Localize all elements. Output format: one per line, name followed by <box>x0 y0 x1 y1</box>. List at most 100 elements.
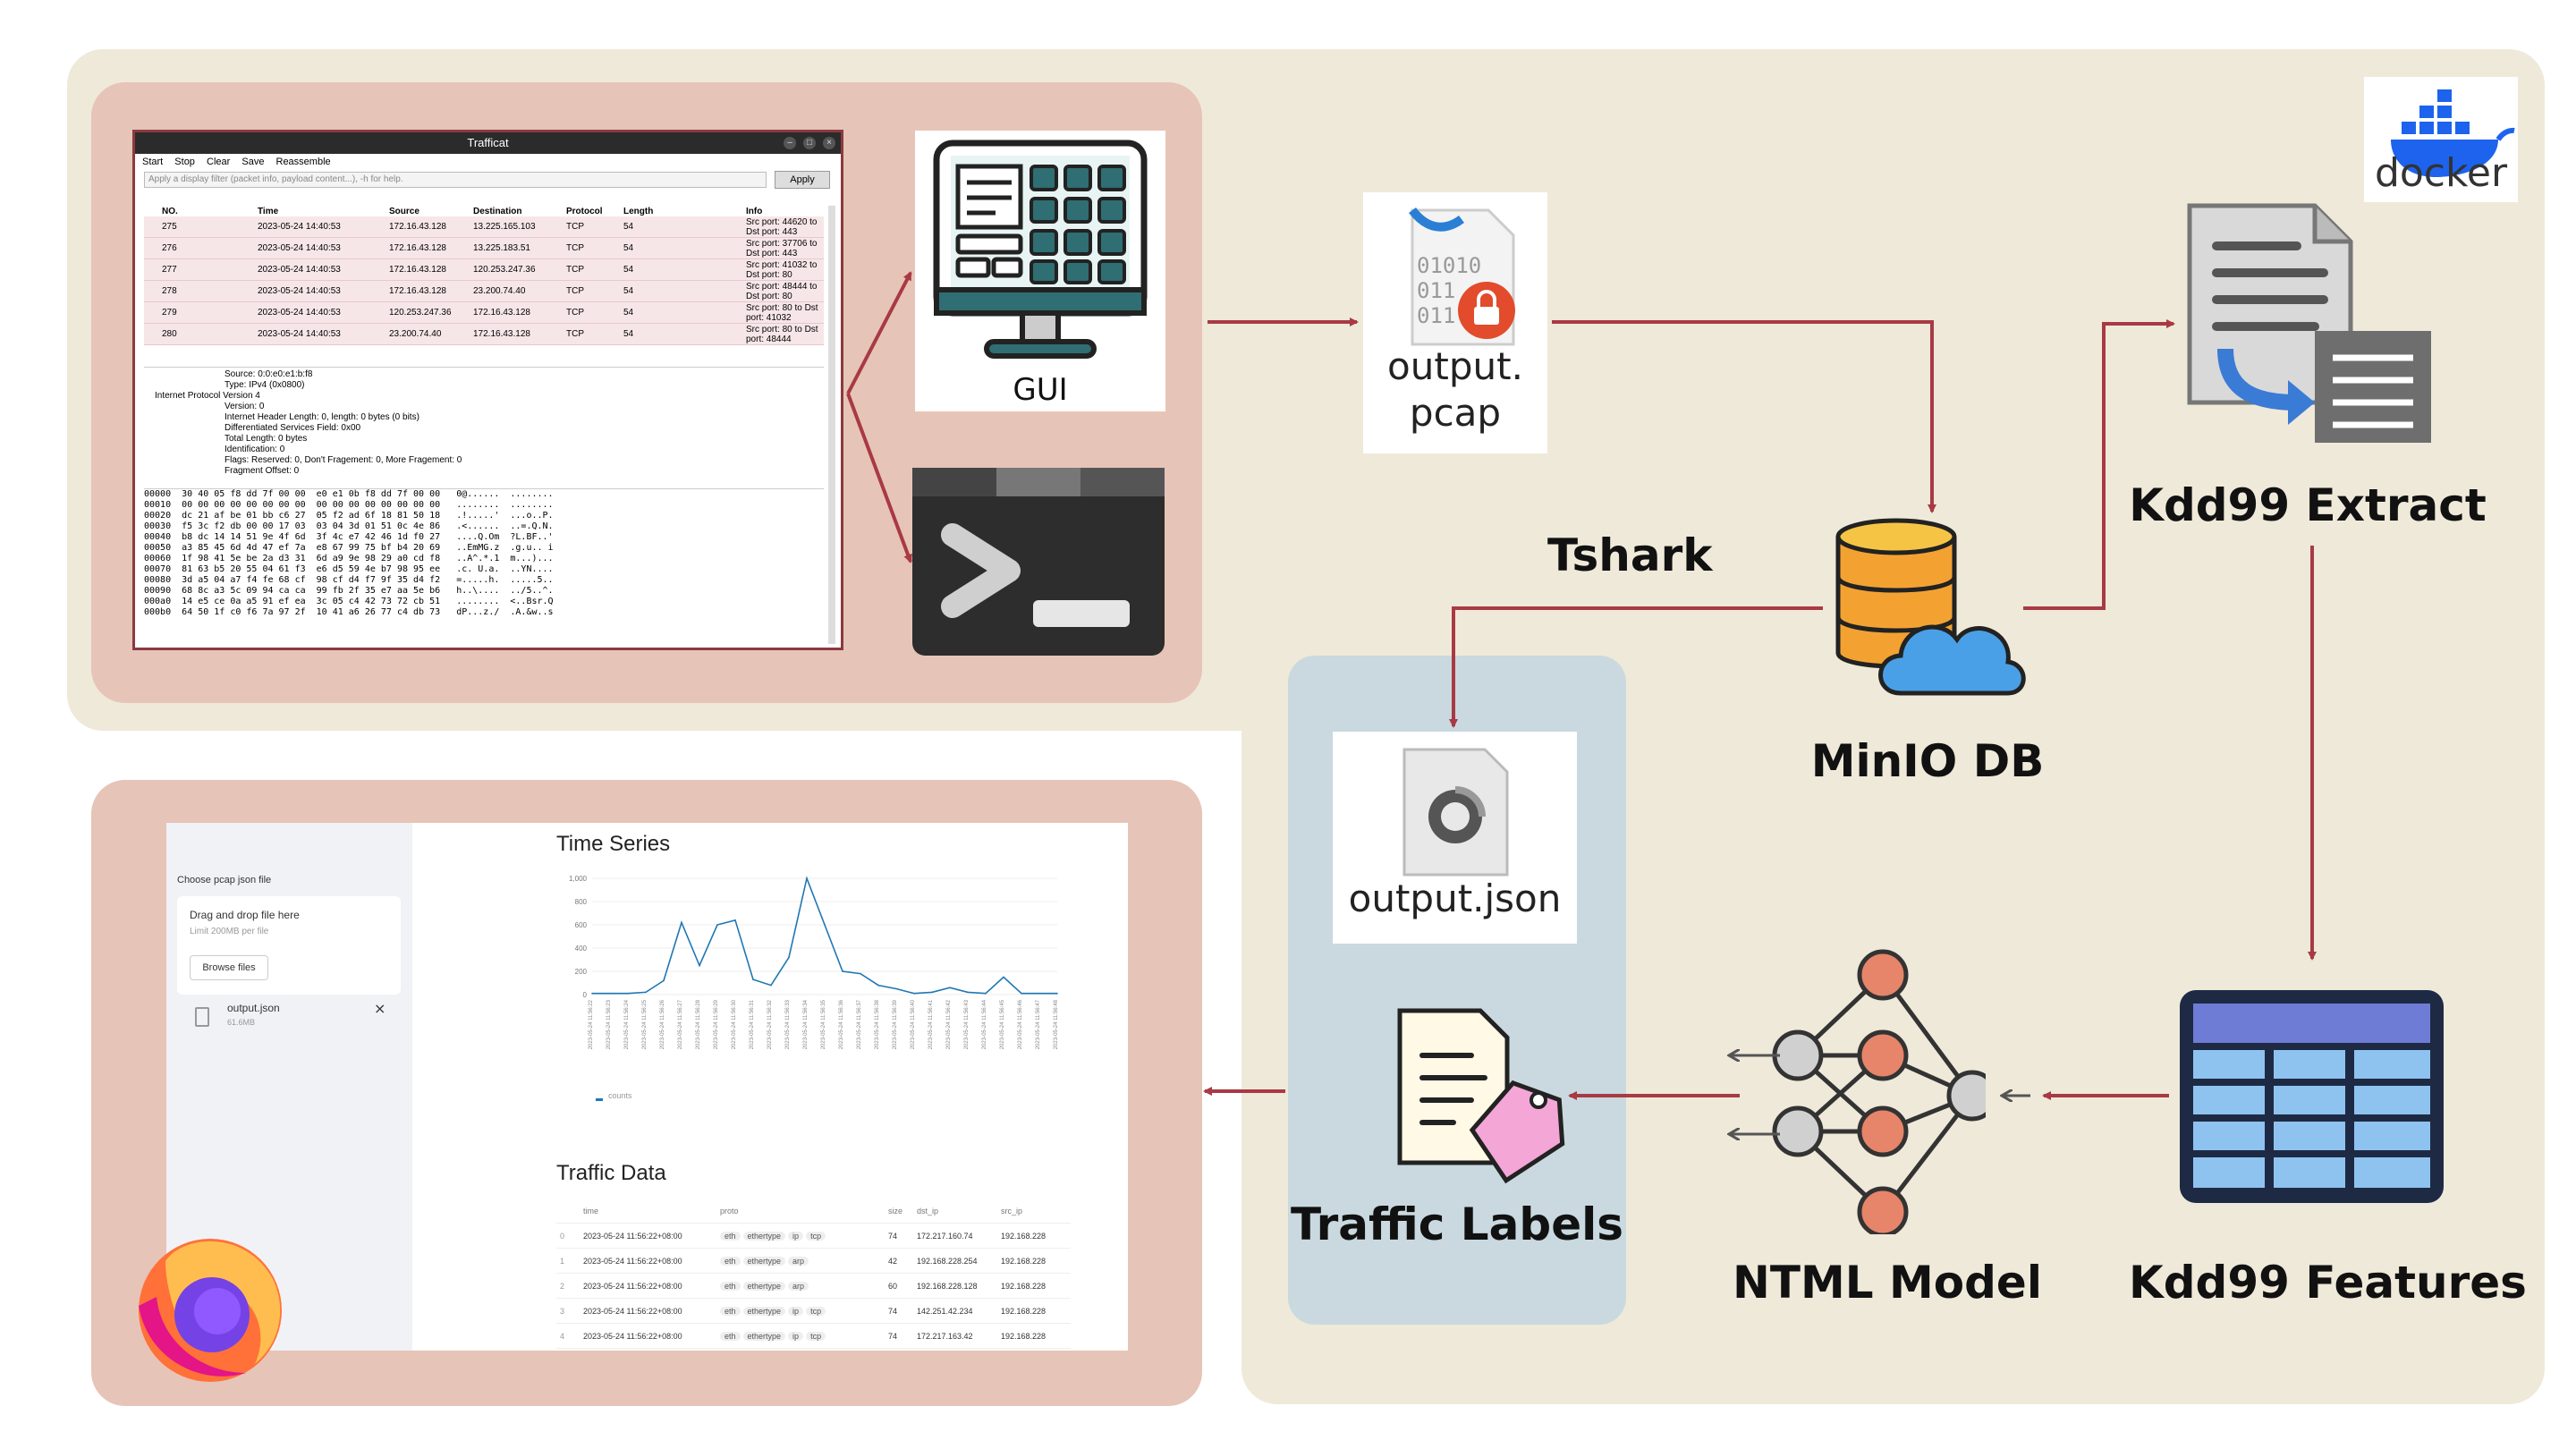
close-icon[interactable]: × <box>823 137 835 149</box>
x-tick-label: 2023-05-24 11:56:22 <box>589 999 594 1049</box>
col-dst-ip: dst_ip <box>913 1199 997 1224</box>
output-pcap-card: 01010 011 011 output. pcap <box>1363 192 1547 453</box>
packet-cell: TCP <box>564 216 622 238</box>
menu-stop[interactable]: Stop <box>174 157 195 167</box>
packet-cell: 2023-05-24 14:40:53 <box>217 301 371 324</box>
detail-line: Total Length: 0 bytes <box>225 434 308 444</box>
packet-cell: 23.200.74.40 <box>371 323 471 345</box>
display-filter-input[interactable]: Apply a display filter (packet info, pay… <box>144 172 767 188</box>
col-source[interactable]: Source <box>389 206 419 216</box>
hex-line: 00000 30 40 05 f8 dd 7f 00 00 e0 e1 0b f… <box>144 489 554 499</box>
scrollbar[interactable] <box>828 206 835 644</box>
docker-logo: docker <box>2364 77 2518 202</box>
packet-list-table: NO. Time Source Destination Protocol Len… <box>144 206 824 345</box>
hex-line: 00050 a3 85 45 6d 4d 47 ef 7a e8 67 99 7… <box>144 543 554 553</box>
detail-line: Flags: Reserved: 0, Don't Fragement: 0, … <box>225 455 462 465</box>
gui-card: GUI <box>915 131 1165 411</box>
proto-tag: ethertype <box>742 1256 786 1266</box>
packet-cell: Src port: 44620 to Dst port: 443 <box>665 216 824 238</box>
data-point <box>931 991 933 994</box>
hex-line: 00090 68 8c a3 5c 09 94 ca ca 99 fb 2f 3… <box>144 586 554 596</box>
table-cell-size: 42 <box>885 1248 913 1274</box>
col-protocol[interactable]: Protocol <box>566 206 603 216</box>
minimize-icon[interactable]: – <box>784 137 796 149</box>
file-dropzone[interactable]: Drag and drop file here Limit 200MB per … <box>177 896 401 995</box>
detail-line: Fragment Offset: 0 <box>225 466 300 476</box>
x-tick-label: 2023-05-24 11:56:24 <box>624 999 630 1049</box>
y-tick-label: 800 <box>575 898 588 906</box>
col-src-ip: src_ip <box>997 1199 1071 1224</box>
table-cell-time: 2023-05-24 11:56:22+08:00 <box>580 1298 716 1324</box>
monitor-icon <box>933 140 1148 359</box>
maximize-icon[interactable]: □ <box>803 137 816 149</box>
packet-cell: 120.253.247.36 <box>371 301 471 324</box>
y-tick-label: 200 <box>575 968 588 976</box>
remove-file-icon[interactable]: × <box>374 1000 386 1017</box>
proto-tag: ip <box>788 1331 804 1341</box>
hex-line: 00080 3d a5 04 a7 f4 fe 68 cf 98 cf d4 f… <box>144 575 554 585</box>
detail-line: Internet Header Length: 0, length: 0 byt… <box>225 412 419 422</box>
apply-filter-button[interactable]: Apply <box>775 171 830 189</box>
proto-tag: arp <box>788 1281 809 1291</box>
proto-tag: eth <box>720 1256 741 1266</box>
packet-cell: 2023-05-24 14:40:53 <box>217 237 371 259</box>
menu-start[interactable]: Start <box>142 157 164 167</box>
menu-clear[interactable]: Clear <box>207 157 231 167</box>
col-proto: proto <box>716 1199 885 1224</box>
packet-cell: 54 <box>622 280 665 302</box>
file-icon <box>195 1007 209 1027</box>
x-tick-label: 2023-05-24 11:56:30 <box>732 999 737 1049</box>
uploaded-file-size: 61.6MB <box>227 1018 256 1027</box>
json-file-icon <box>1402 748 1509 877</box>
table-cell-src-ip: 192.168.228 <box>997 1273 1071 1299</box>
data-point <box>1021 992 1022 995</box>
data-point <box>949 987 951 988</box>
browse-files-button[interactable]: Browse files <box>190 955 268 980</box>
menu-reassemble[interactable]: Reassemble <box>275 157 331 167</box>
col-destination[interactable]: Destination <box>473 206 522 216</box>
proto-tag: ethertype <box>742 1306 786 1316</box>
dropzone-title: Drag and drop file here <box>190 909 300 921</box>
x-tick-label: 2023-05-24 11:56:43 <box>964 999 970 1049</box>
data-point <box>860 972 861 975</box>
arrow-minio-to-json <box>1449 606 1823 728</box>
arrow-window-to-terminal <box>846 393 912 563</box>
table-cell-src-ip: 192.168.228 <box>997 1248 1071 1274</box>
detail-line: Differentiated Services Field: 0x00 <box>225 423 361 433</box>
packet-cell: 23.200.74.40 <box>471 280 564 302</box>
menu-save[interactable]: Save <box>242 157 265 167</box>
packet-cell: 2023-05-24 14:40:53 <box>217 323 371 345</box>
table-cell-idx: 1 <box>556 1248 580 1274</box>
traffic-data-title: Traffic Data <box>556 1161 666 1185</box>
output-json-card: output.json <box>1333 732 1577 944</box>
packet-cell: TCP <box>564 301 622 324</box>
col-length[interactable]: Length <box>623 206 654 216</box>
packet-cell: 172.16.43.128 <box>371 280 471 302</box>
x-tick-label: 2023-05-24 11:56:35 <box>821 999 826 1049</box>
col-info[interactable]: Info <box>746 206 763 216</box>
col-time[interactable]: Time <box>258 206 279 216</box>
tshark-label: Tshark <box>1547 529 1713 581</box>
packet-cell: 276 <box>144 237 217 259</box>
uploaded-file-name: output.json <box>227 1002 280 1014</box>
kdd99-features-icon <box>2175 986 2448 1207</box>
detail-line: Type: IPv4 (0x0800) <box>225 380 305 390</box>
hex-line: 00070 81 63 b5 20 55 04 61 f3 e6 d5 59 4… <box>144 564 554 574</box>
x-tick-label: 2023-05-24 11:56:40 <box>911 999 916 1049</box>
col-no[interactable]: NO. <box>162 206 178 216</box>
packet-cell: 279 <box>144 301 217 324</box>
